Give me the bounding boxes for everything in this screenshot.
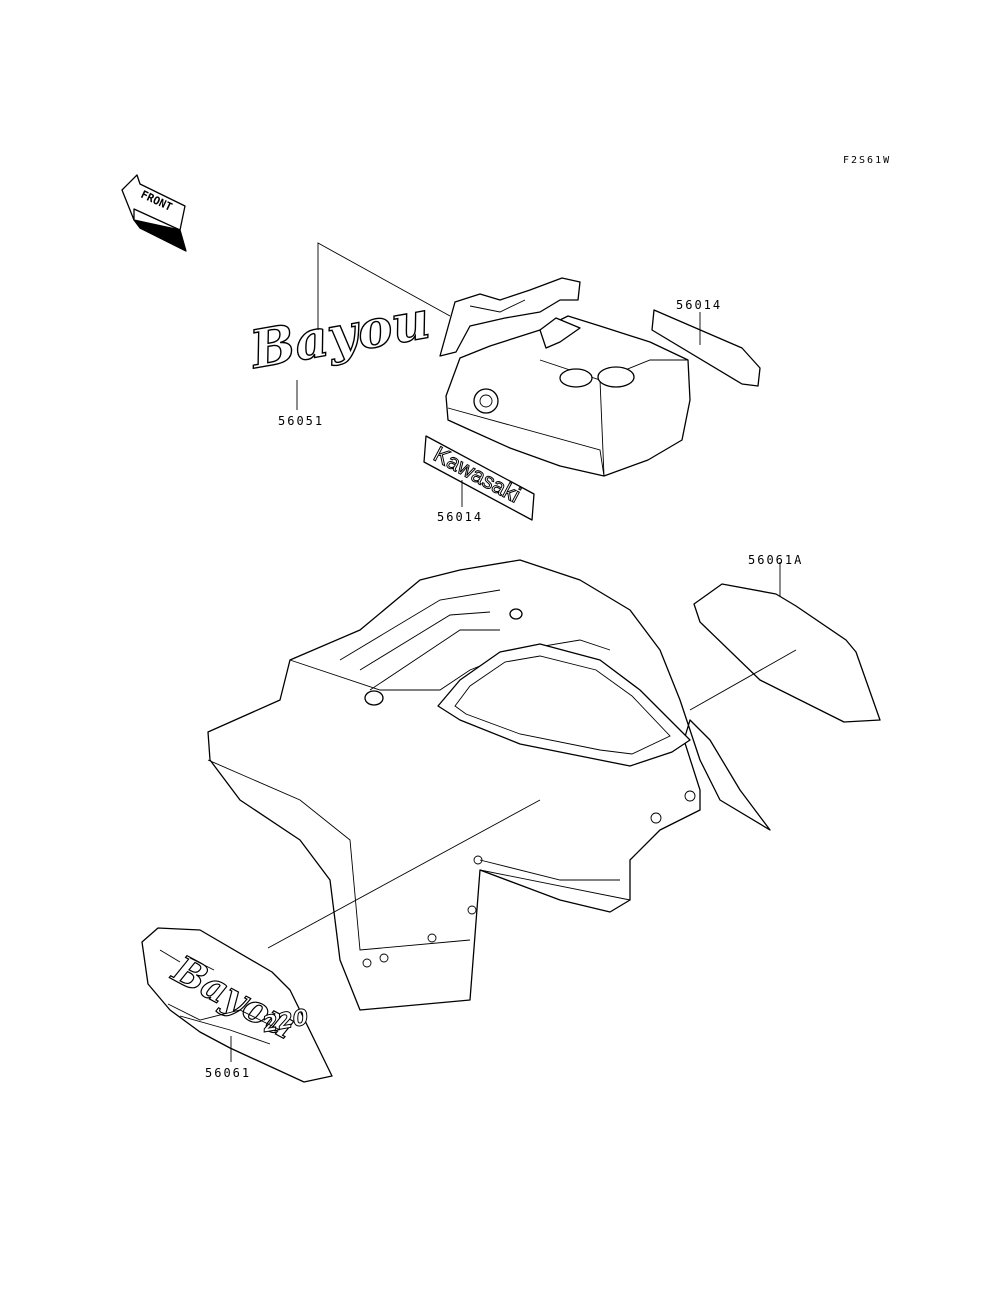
front-arrow-icon: FRONT [121,174,187,252]
part-label-56014-mid: 56014 [437,510,484,524]
bayou-decal-top: Bayou [243,289,435,382]
decal-56014-strip [651,309,761,387]
figure-code: F2S61W [843,155,892,166]
part-label-56061A: 56061A [748,553,804,567]
meter-cover-bracket [439,277,581,357]
part-label-56061: 56061 [205,1066,252,1080]
kawasaki-text: Kawasaki [430,441,525,507]
part-label-56051: 56051 [278,414,325,428]
bayou-top-text: Bayou [244,290,434,382]
part-label-56014-top: 56014 [676,298,723,312]
decal-56061A [693,583,881,723]
decal-56061: Bayou 220 [141,927,333,1083]
rear-fender [207,559,771,1011]
meter-housing [445,315,691,477]
